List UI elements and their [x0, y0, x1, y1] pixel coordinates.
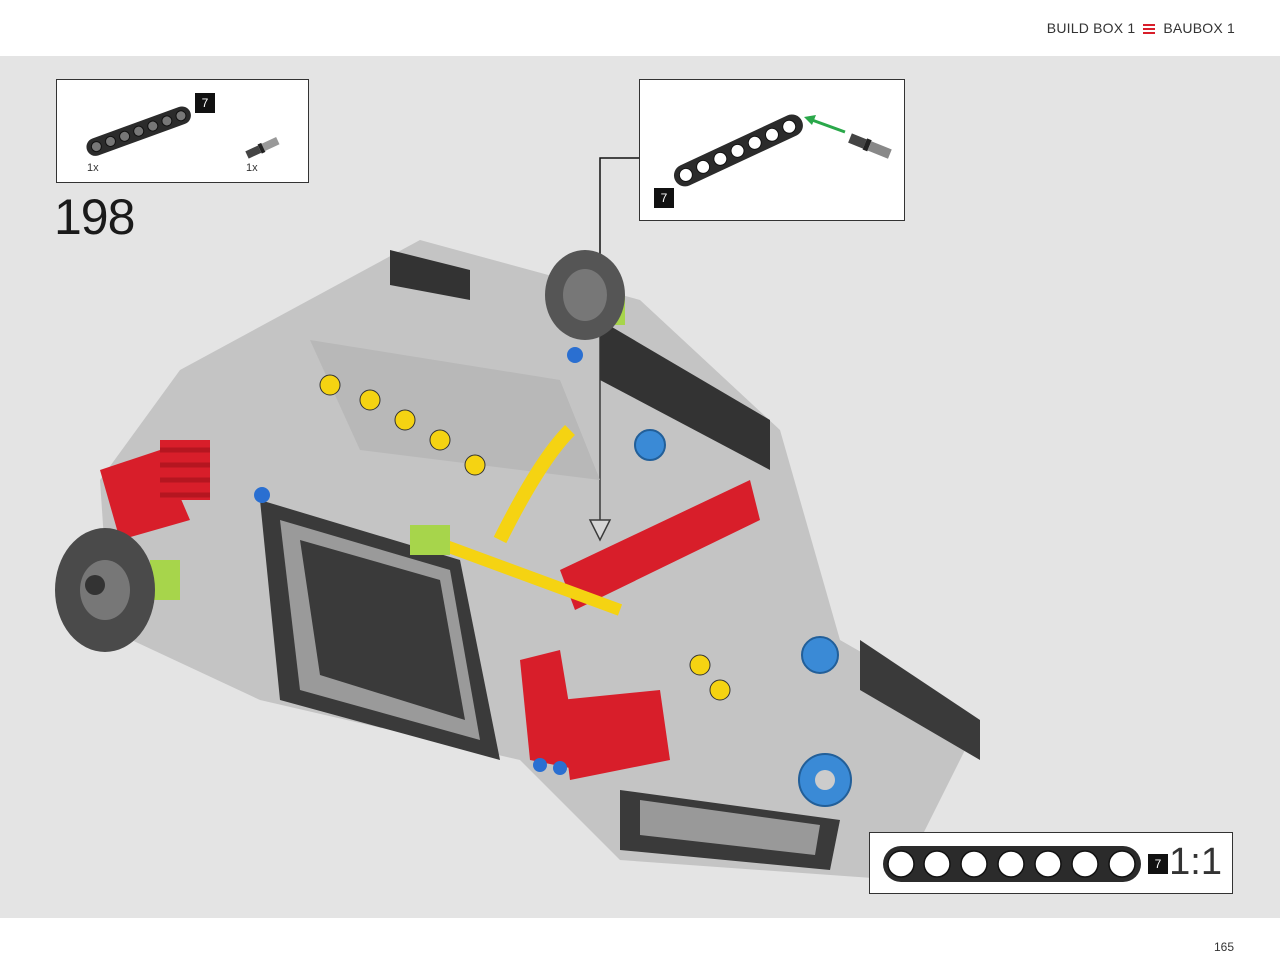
step-number: 198 [54, 189, 135, 245]
shock-absorber [160, 440, 210, 500]
sub-step-callout: 7 [639, 79, 905, 221]
callout-beam-part [673, 114, 803, 187]
build-box-label: BUILD BOX 1 BAUBOX 1 [1047, 20, 1235, 36]
scale-guide-beam [883, 846, 1141, 882]
placement-arrowhead [588, 519, 612, 542]
axle-pin-quantity: 1x [246, 162, 258, 174]
callout-leader-line [599, 157, 639, 525]
beam-quantity: 1x [87, 162, 99, 174]
beam-length-badge: 7 [195, 93, 215, 113]
axle-pin-part [245, 137, 280, 159]
chassis-frame [55, 240, 980, 880]
page-number: 165 [1213, 940, 1234, 954]
parts-list-box: 7 1x 1x [56, 79, 309, 183]
beam-7-part [86, 106, 191, 156]
wheel-hub-left [55, 528, 155, 652]
callout-axle-pin [848, 133, 892, 159]
callout-illustration [673, 114, 892, 187]
page-header: BUILD BOX 1 BAUBOX 1 [0, 0, 1280, 56]
scale-guide-box: 7 1:1 [869, 832, 1233, 894]
tricolor-stripes-icon [1143, 23, 1156, 34]
build-box-en: BUILD BOX 1 [1046, 20, 1136, 36]
red-beam [560, 480, 760, 610]
wheel-hub-rear [545, 250, 625, 340]
page-footer [0, 918, 1280, 973]
callout-length-badge: 7 [654, 188, 674, 208]
insert-arrow [811, 118, 846, 134]
insert-arrowhead [804, 115, 816, 125]
parts-list-illustration [86, 106, 280, 159]
scale-length-badge: 7 [1148, 854, 1168, 874]
build-box-de: BAUBOX 1 [1163, 20, 1235, 36]
scale-ratio: 1:1 [1169, 841, 1222, 883]
